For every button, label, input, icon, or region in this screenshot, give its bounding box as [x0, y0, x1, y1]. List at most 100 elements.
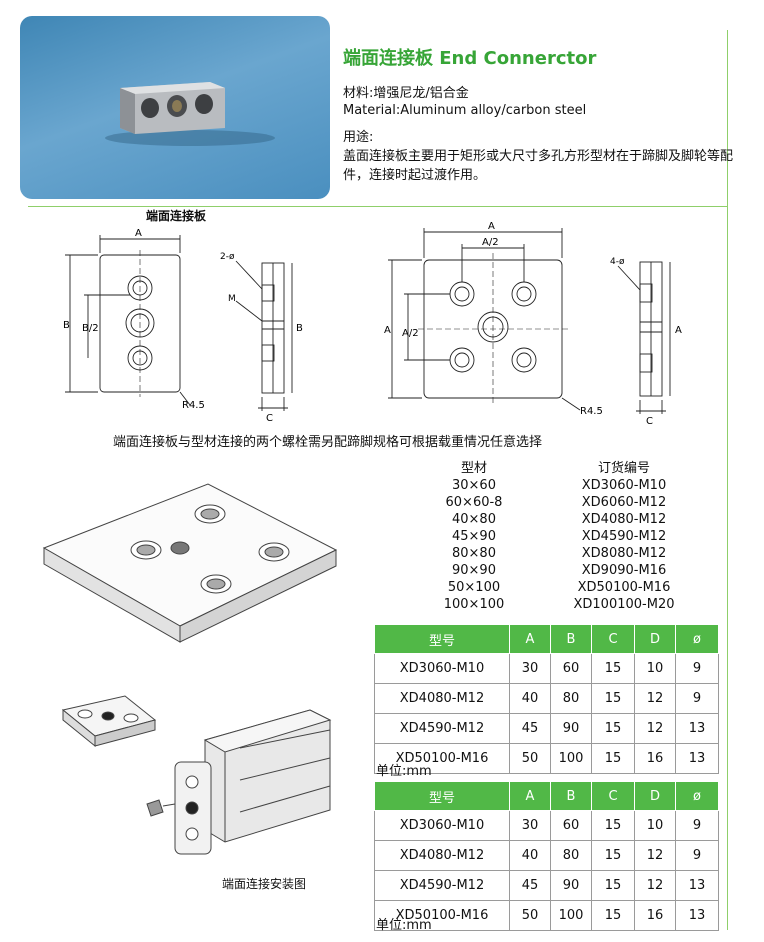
cell: 45	[509, 713, 551, 744]
order-row: 30×60 XD3060-M10	[414, 477, 714, 494]
product-photo	[20, 16, 330, 199]
order-header-profile: 型材	[460, 461, 487, 476]
dim-b-side-label: B	[296, 323, 303, 334]
order-code: XD100100-M20	[573, 597, 675, 612]
cell: 80	[550, 840, 592, 871]
col-model: 型号	[374, 624, 510, 654]
cell: 12	[634, 870, 676, 901]
col-dia: ø	[675, 781, 719, 811]
col-a: A	[509, 624, 551, 654]
bolt-note: 端面连接板与型材连接的两个螺栓需另配蹄脚规格可根据载重情况任意选择	[113, 435, 543, 450]
cell: 12	[634, 840, 676, 871]
cell: 13	[675, 743, 719, 774]
cell: XD4080-M12	[374, 683, 510, 714]
profile-size: 30×60	[452, 478, 496, 493]
cell: 12	[634, 713, 676, 744]
cell: 10	[634, 810, 676, 841]
usage-label: 用途:	[343, 130, 374, 145]
cell: 15	[591, 653, 635, 684]
col-b: B	[550, 781, 592, 811]
dim-c-label: C	[646, 416, 653, 427]
cell: 15	[591, 870, 635, 901]
order-code: XD4080-M12	[581, 512, 667, 527]
cell: 12	[634, 683, 676, 714]
cell: XD4590-M12	[374, 870, 510, 901]
radius-label: R4.5	[580, 406, 603, 417]
cell: XD50100-M16	[374, 743, 510, 774]
profile-size: 100×100	[443, 597, 505, 612]
profile-size: 80×80	[452, 546, 496, 561]
frame-line-top	[28, 206, 728, 207]
drawing-2-hole: A B B/2 C B 2-ø M R4.5	[63, 228, 303, 424]
cell: 15	[591, 840, 635, 871]
col-c: C	[591, 624, 635, 654]
cell: 15	[591, 683, 635, 714]
material-cn: 材料:增强尼龙/铝合金	[343, 86, 469, 101]
col-d: D	[634, 781, 676, 811]
dim-a-label: A	[488, 221, 495, 232]
order-code: XD9090-M16	[581, 563, 667, 578]
cell: 13	[675, 870, 719, 901]
plate-3d-illustration	[42, 483, 338, 643]
spec-header-row: 型号 A B C D ø	[374, 781, 719, 811]
photo-caption: 端面连接板	[146, 209, 207, 223]
order-header-code: 订货编号	[597, 461, 650, 476]
order-code: XD6060-M12	[581, 495, 667, 510]
cell: 40	[509, 840, 551, 871]
order-row: 45×90 XD4590-M12	[414, 528, 714, 545]
cell: 13	[675, 900, 719, 931]
col-dia: ø	[675, 624, 719, 654]
cell: 45	[509, 870, 551, 901]
dim-b2-label: B/2	[82, 323, 99, 334]
order-row: 100×100 XD100100-M20	[414, 596, 714, 613]
cell: 30	[509, 810, 551, 841]
spec-header-row: 型号 A B C D ø	[374, 624, 719, 654]
col-b: B	[550, 624, 592, 654]
col-model: 型号	[374, 781, 510, 811]
unit-label-2: 单位:mm	[376, 918, 432, 933]
cell: 80	[550, 683, 592, 714]
cell: XD4080-M12	[374, 840, 510, 871]
cell: 9	[675, 683, 719, 714]
dim-a2-top-label: A/2	[482, 237, 499, 248]
cell: 13	[675, 713, 719, 744]
dim-a-label: A	[135, 228, 142, 239]
order-code: XD4590-M12	[581, 529, 667, 544]
dim-b-label: B	[63, 320, 70, 331]
order-code: XD3060-M10	[581, 478, 667, 493]
profile-size: 45×90	[452, 529, 496, 544]
order-code: XD8080-M12	[581, 546, 667, 561]
profile-size: 40×80	[452, 512, 496, 527]
unit-label-1: 单位:mm	[376, 764, 432, 779]
usage-description: 盖面连接板主要用于矩形或大尺寸多孔方形型材在于蹄脚及脚轮等配件，连接时起过渡作用…	[343, 149, 734, 183]
radius-label: R4.5	[182, 400, 205, 411]
cell: 16	[634, 743, 676, 774]
order-row: 90×90 XD9090-M16	[414, 562, 714, 579]
col-d: D	[634, 624, 676, 654]
dim-c-label: C	[266, 413, 273, 424]
page-title: 端面连接板 End Connerctor	[343, 48, 597, 69]
cell: 50	[509, 743, 551, 774]
profile-size: 90×90	[452, 563, 496, 578]
material-en: Material:Aluminum alloy/carbon steel	[343, 103, 587, 118]
order-header-row: 型材 订货编号	[414, 460, 714, 477]
installation-caption: 端面连接安装图	[222, 877, 307, 891]
cell: 100	[550, 743, 592, 774]
dim-a2-left-label: A/2	[402, 328, 419, 339]
profile-size: 50×100	[447, 580, 501, 595]
cell: 10	[634, 653, 676, 684]
cell: 15	[591, 713, 635, 744]
cell: XD3060-M10	[374, 653, 510, 684]
order-row: 40×80 XD4080-M12	[414, 511, 714, 528]
col-c: C	[591, 781, 635, 811]
